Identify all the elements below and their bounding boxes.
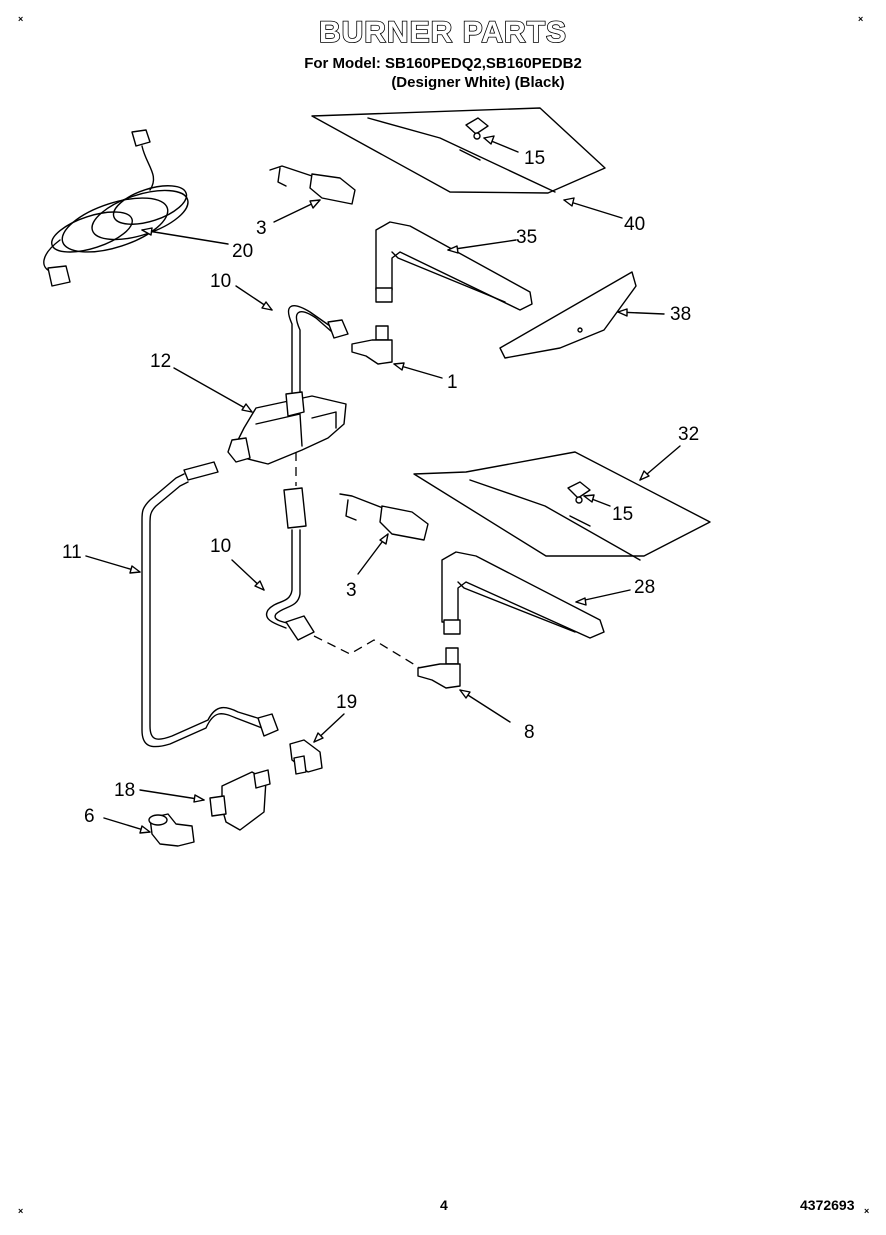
callout-32: 32 (678, 424, 699, 445)
callout-3-lower: 3 (346, 580, 357, 601)
regulator-part (209, 769, 271, 831)
orifice-upper-part (351, 325, 393, 365)
callout-15-upper: 15 (524, 148, 545, 169)
tube-lower-part (265, 487, 315, 641)
wing-nut-lower-part (567, 481, 591, 504)
callout-35: 35 (516, 227, 537, 248)
wing-nut-upper-part (465, 117, 489, 140)
callout-18: 18 (114, 780, 135, 801)
gas-valve-part (227, 391, 347, 465)
orifice-lower-part (417, 647, 461, 689)
callout-10-upper: 10 (210, 271, 231, 292)
corner-mark-top-right: × (858, 14, 864, 24)
callout-10-lower: 10 (210, 536, 231, 557)
upper-burner-tube-part (375, 221, 533, 311)
callout-19: 19 (336, 692, 357, 713)
corner-mark-bottom-right: × (864, 1206, 870, 1216)
callout-6: 6 (84, 806, 95, 827)
callout-40: 40 (624, 214, 645, 235)
callout-3-upper: 3 (256, 218, 267, 239)
callout-38: 38 (670, 304, 691, 325)
callout-8: 8 (524, 722, 535, 743)
model-line: For Model: SB160PEDQ2,SB160PEDB2 (304, 55, 582, 72)
variant-line: (Designer White) (Black) (391, 74, 565, 91)
callout-20: 20 (232, 241, 253, 262)
page-title: BURNER PARTS (318, 15, 568, 50)
callout-11: 11 (62, 542, 82, 563)
fitting-part (289, 739, 323, 775)
upper-spreader-part (311, 107, 606, 194)
callout-15-lower: 15 (612, 504, 633, 525)
lower-burner-tube-part (441, 551, 605, 639)
heat-deflector-part (499, 271, 637, 359)
callout-1: 1 (447, 372, 458, 393)
elbow-part (148, 813, 195, 847)
callout-12: 12 (150, 351, 171, 372)
lower-spreader-part (413, 451, 711, 561)
leader-lines (85, 135, 681, 834)
power-cord-part (43, 129, 189, 287)
corner-mark-top-left: × (18, 14, 24, 24)
long-tube-part (141, 461, 279, 748)
igniter-upper-part (269, 165, 356, 205)
igniter-lower-part (339, 493, 429, 541)
tube-upper-part (287, 305, 349, 393)
document-number: 4372693 (800, 1197, 855, 1213)
corner-mark-bottom-left: × (18, 1206, 24, 1216)
callout-28: 28 (634, 577, 655, 598)
page-number: 4 (440, 1197, 448, 1213)
